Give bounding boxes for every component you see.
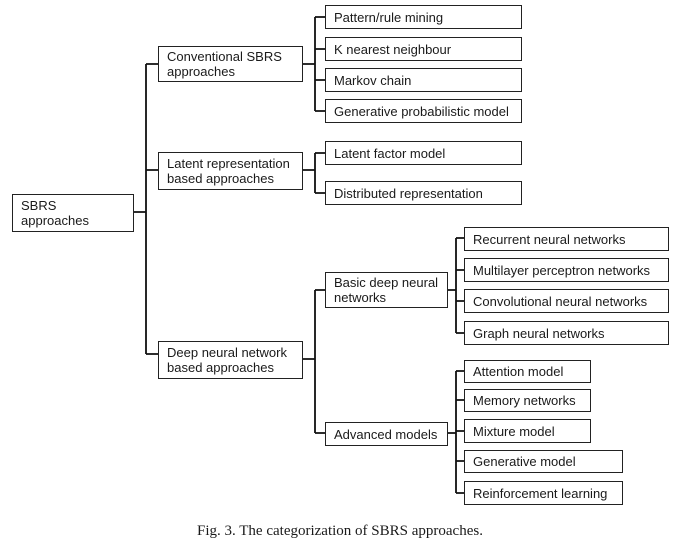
- node-multilayer-perceptron-networks: Multilayer perceptron networks: [464, 258, 669, 282]
- node-reinforcement-learning: Reinforcement learning: [464, 481, 623, 505]
- node-basic-deep-neural-networks: Basic deep neural networks: [325, 272, 448, 308]
- node-generative-model: Generative model: [464, 450, 623, 473]
- node-deep-neural-network: Deep neural network based approaches: [158, 341, 303, 379]
- node-k-nearest-neighbour: K nearest neighbour: [325, 37, 522, 61]
- node-graph-neural-networks: Graph neural networks: [464, 321, 669, 345]
- connector-conventional: [303, 16, 325, 112]
- node-markov-chain: Markov chain: [325, 68, 522, 92]
- node-pattern-rule-mining: Pattern/rule mining: [325, 5, 522, 29]
- connector-advanced: [448, 370, 464, 494]
- node-sbrs-approaches: SBRS approaches: [12, 194, 134, 232]
- connector-basic-deep: [448, 237, 464, 334]
- connector-deep: [303, 289, 325, 434]
- node-conventional-sbrs: Conventional SBRS approaches: [158, 46, 303, 82]
- node-attention-model: Attention model: [464, 360, 591, 383]
- connector-root: [134, 63, 158, 355]
- node-latent-factor-model: Latent factor model: [325, 141, 522, 165]
- connector-latent: [303, 152, 325, 194]
- node-latent-representation: Latent representation based approaches: [158, 152, 303, 190]
- node-mixture-model: Mixture model: [464, 419, 591, 443]
- node-generative-probabilistic-model: Generative probabilistic model: [325, 99, 522, 123]
- node-memory-networks: Memory networks: [464, 389, 591, 412]
- node-convolutional-neural-networks: Convolutional neural networks: [464, 289, 669, 313]
- figure-caption: Fig. 3. The categorization of SBRS appro…: [197, 523, 483, 539]
- node-recurrent-neural-networks: Recurrent neural networks: [464, 227, 669, 251]
- node-distributed-representation: Distributed representation: [325, 181, 522, 205]
- node-advanced-models: Advanced models: [325, 422, 448, 446]
